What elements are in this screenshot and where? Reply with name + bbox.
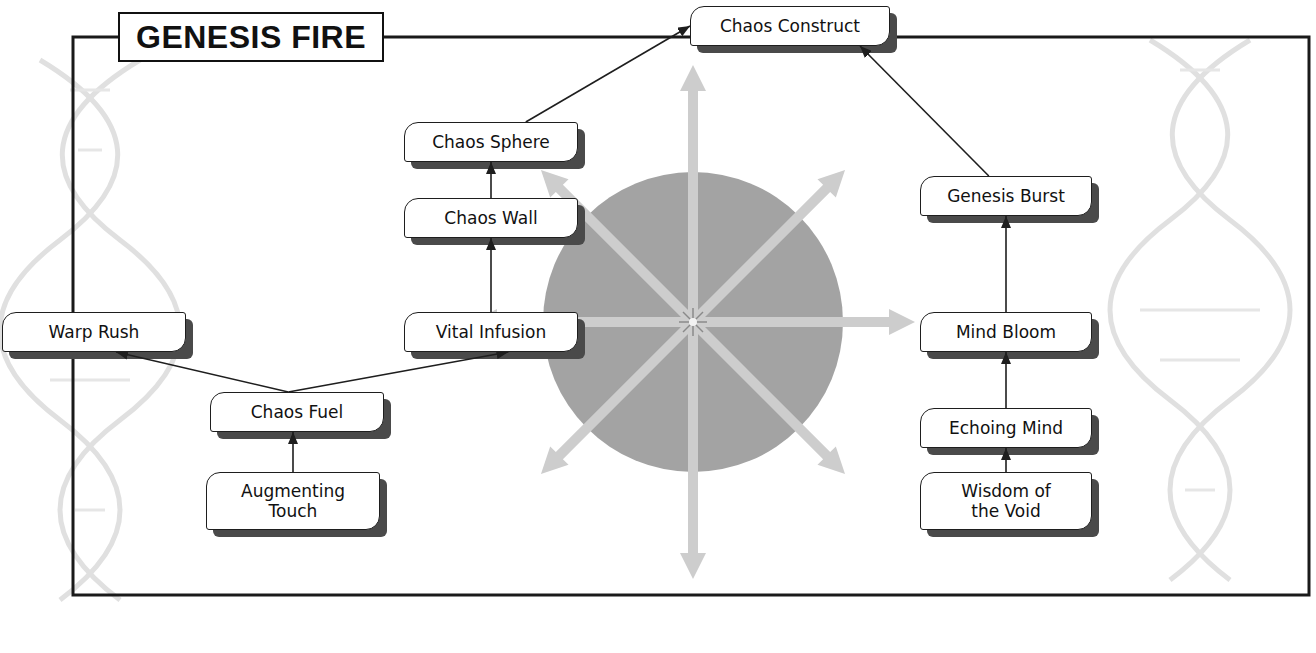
diagram-title: GENESIS FIRE — [136, 19, 366, 56]
dna-helix — [0, 40, 1290, 600]
skill-box: Chaos Sphere — [404, 122, 578, 162]
skill-name: Warp Rush — [49, 322, 140, 342]
skill-box: Chaos Wall — [404, 198, 578, 238]
arrow-connector — [288, 352, 508, 392]
skill-box: Genesis Burst — [920, 176, 1092, 216]
skill-name: Chaos Sphere — [432, 132, 550, 152]
arrow-connector — [292, 432, 294, 472]
dna-rungs — [30, 70, 1260, 510]
skill-name: Chaos Construct — [720, 16, 860, 36]
skill-name: Chaos Fuel — [251, 402, 344, 422]
skill-name: Vital Infusion — [436, 322, 547, 342]
skill-name: Wisdom of the Void — [951, 481, 1061, 522]
skill-name: Chaos Wall — [444, 208, 537, 228]
skill-box: Mind Bloom — [920, 312, 1092, 352]
arrow-connector — [1005, 216, 1007, 312]
arrow-connector — [490, 238, 492, 312]
skill-box: Augmenting Touch — [206, 472, 380, 530]
skill-name: Augmenting Touch — [238, 481, 348, 522]
arrow-connector — [526, 26, 690, 122]
skill-name: Mind Bloom — [956, 322, 1056, 342]
arrow-connector — [860, 46, 989, 176]
skill-name: Echoing Mind — [949, 418, 1063, 438]
skill-box: Chaos Construct — [690, 6, 890, 46]
arrow-connector — [1005, 448, 1007, 472]
arrow-connector — [116, 352, 288, 392]
frame — [73, 37, 1309, 595]
skill-box: Vital Infusion — [404, 312, 578, 352]
title-box: GENESIS FIRE — [118, 12, 384, 62]
skill-box: Wisdom of the Void — [920, 472, 1092, 530]
arrow-connector — [490, 162, 492, 198]
skill-name: Genesis Burst — [947, 186, 1065, 206]
skill-box: Chaos Fuel — [210, 392, 384, 432]
skill-box: Warp Rush — [2, 312, 186, 352]
arrow-connector — [1005, 352, 1007, 408]
skill-box: Echoing Mind — [920, 408, 1092, 448]
